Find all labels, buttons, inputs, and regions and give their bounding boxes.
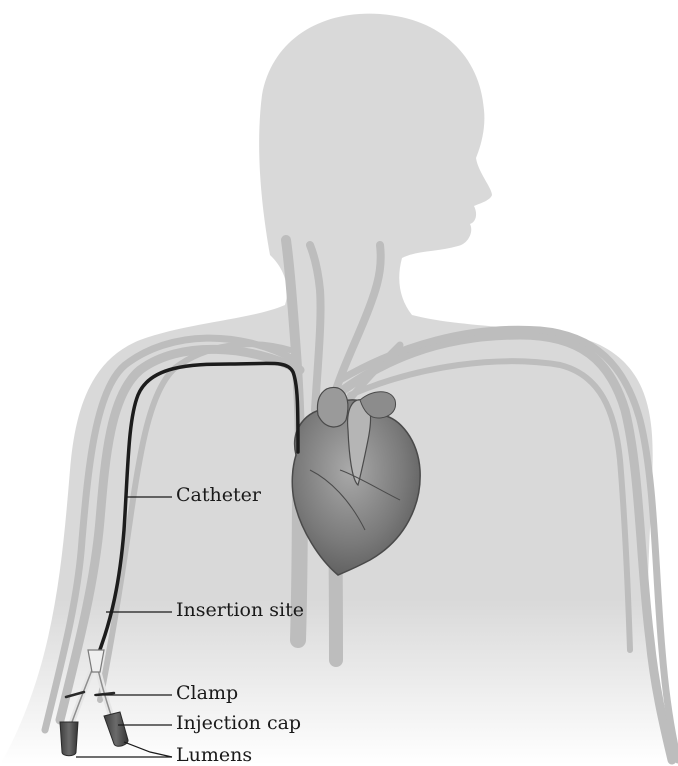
- clamp-label: Clamp: [176, 684, 238, 703]
- lumens-label: Lumens: [176, 746, 252, 765]
- catheter-label: Catheter: [176, 486, 261, 505]
- insertion-site-label: Insertion site: [176, 601, 304, 620]
- injection-cap-label: Injection cap: [176, 714, 301, 733]
